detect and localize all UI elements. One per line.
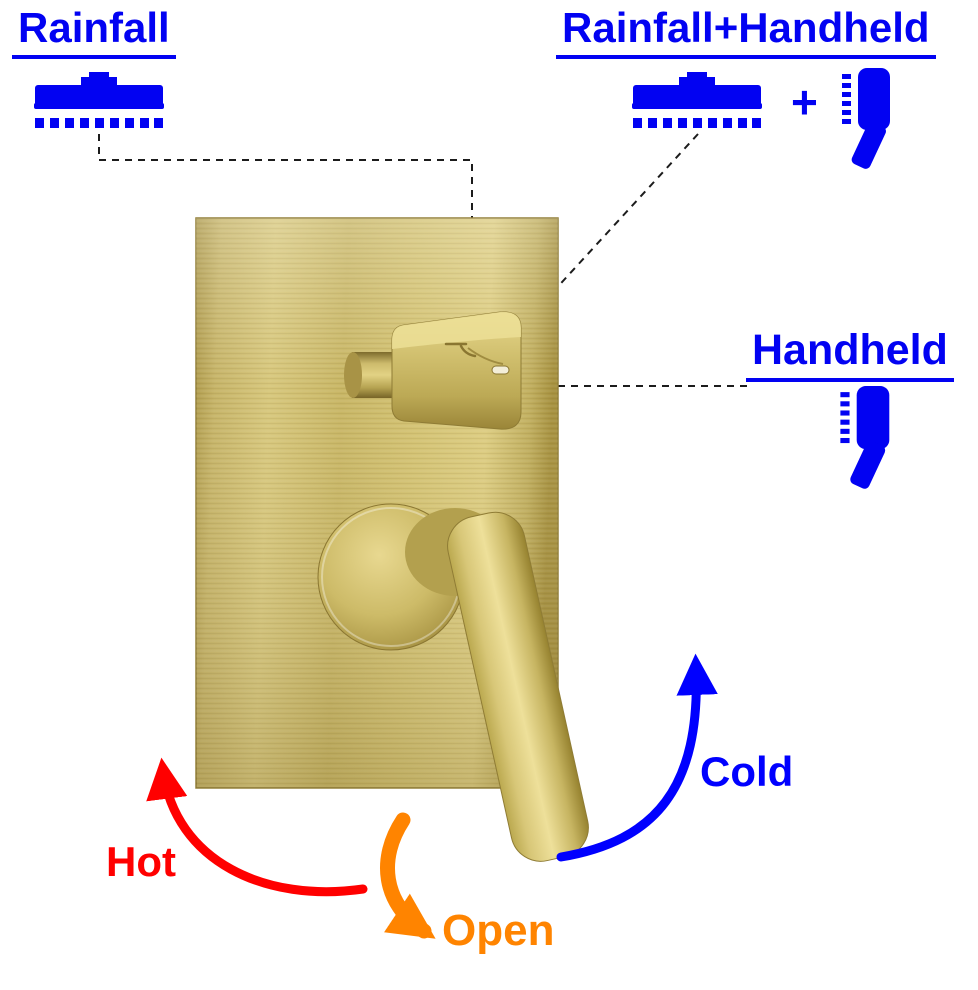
plus-sign: + (791, 76, 818, 128)
rain-shower-icon (632, 72, 762, 128)
knob-spout-mark (444, 342, 477, 358)
annotation-arrows (146, 653, 718, 939)
open-label: Open (442, 906, 555, 955)
rainfall-handheld-label: Rainfall+Handheld (556, 5, 936, 60)
cold-arrow (556, 653, 718, 862)
rain-shower-icon (34, 72, 164, 128)
hot-arrow (146, 757, 368, 897)
mixer-handle[interactable] (317, 503, 594, 868)
diverter-knob[interactable] (344, 311, 522, 430)
open-arrow (380, 812, 436, 939)
cold-label: Cold (700, 748, 794, 795)
handheld-shower-icon (842, 68, 890, 169)
knob-indicator-slot (491, 365, 510, 375)
handheld-shower-icon (840, 386, 890, 489)
rainfall-label: Rainfall (12, 5, 176, 60)
handle-lever[interactable] (442, 507, 594, 868)
handheld-label: Handheld (746, 327, 954, 383)
hot-label: Hot (106, 838, 176, 885)
